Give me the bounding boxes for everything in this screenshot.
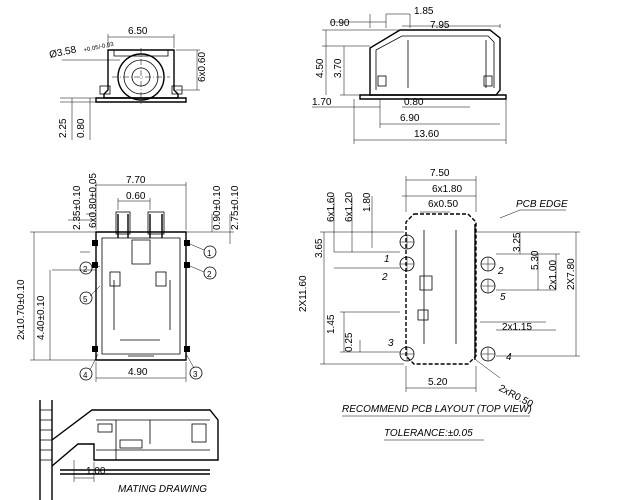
dim-6-50: 6.50 (128, 26, 148, 37)
dim-2x11-60: 2X11.60 (298, 275, 309, 312)
dim-2x1-00: 2x1.00 (548, 260, 559, 290)
pcb-layout (320, 176, 580, 392)
side-view (312, 13, 507, 144)
dim-2x7-80: 2X7.80 (566, 258, 577, 290)
dim-2x10-70: 2x10.70±0.10 (16, 279, 27, 340)
dim-1-85: 1.85 (414, 6, 434, 17)
dim-6-90: 6.90 (400, 113, 420, 124)
callout-2b: 2 (83, 265, 88, 274)
dim-1-00: 1.00 (86, 466, 106, 477)
callout-1: 1 (207, 249, 212, 258)
pad-3: 3 (388, 338, 394, 349)
pad-2: 2 (381, 272, 388, 283)
pad-1: 1 (384, 254, 390, 265)
dim-7-50: 7.50 (430, 168, 450, 179)
pcb-layout-caption: RECOMMEND PCB LAYOUT (TOP VIEW) TOLERANC… (342, 404, 532, 441)
dim-0-90: 0.90 (330, 18, 350, 29)
dim-6x1-60: 6x1.60 (326, 192, 337, 222)
dim-4-40: 4.40±0.10 (36, 295, 47, 340)
dim-4-90: 4.90 (128, 367, 148, 378)
callout-2: 2 (207, 270, 212, 279)
dim-3-65: 3.65 (314, 238, 325, 258)
pad-4: 4 (506, 352, 512, 363)
dim-diameter-tol: +0.05/-0.03 (83, 42, 115, 54)
dim-0-80: 0.80 (76, 118, 87, 138)
top-view-callouts (79, 245, 217, 381)
dim-6x1-80: 6x1.80 (432, 184, 462, 195)
dim-4-50: 4.50 (315, 58, 326, 78)
dim-1-45: 1.45 (326, 314, 337, 334)
callout-4: 4 (83, 371, 88, 380)
tolerance-note: TOLERANCE:±0.05 (384, 428, 473, 439)
dim-0-60: 0.60 (126, 191, 146, 202)
top-view (30, 182, 234, 382)
callout-3: 3 (193, 370, 198, 379)
dim-6x0-80: 6x0.80±0.05 (88, 173, 99, 228)
dim-1-80: 1.80 (362, 192, 373, 212)
dim-7-70: 7.70 (126, 175, 146, 186)
dim-diameter: Ø3.58 (48, 44, 77, 61)
pcb-pad (399, 234, 496, 362)
dim-0-80: 0.80 (404, 97, 424, 108)
dim-1-70: 1.70 (312, 97, 332, 108)
dim-2-25: 2.25 (58, 118, 69, 138)
dim-2-75: 2.75±0.10 (230, 185, 241, 230)
dim-3-70: 3.70 (333, 58, 344, 78)
mating-drawing-caption: MATING DRAWING (118, 484, 207, 495)
callout-5: 5 (83, 295, 88, 304)
dim-7-95: 7.95 (430, 20, 450, 31)
dim-0-25: 0.25 (344, 332, 355, 352)
dim-6x0-60: 6x0.60 (197, 52, 208, 82)
dim-6x0-50: 6x0.50 (428, 199, 458, 210)
dim-3-25: 3.25 (512, 232, 523, 252)
pcb-edge-label: PCB EDGE (516, 199, 568, 210)
dim-5-30: 5.30 (530, 250, 541, 270)
mating-drawing (39, 400, 219, 500)
layout-title: RECOMMEND PCB LAYOUT (TOP VIEW) (342, 404, 532, 415)
front-view (60, 34, 200, 140)
dim-2x1-15: 2x1.15 (502, 322, 532, 333)
dim-13-60: 13.60 (414, 129, 439, 140)
dim-6x1-20: 6x1.20 (344, 192, 355, 222)
dim-0-90: 0.90±0.10 (212, 185, 223, 230)
dim-2-35: 2.35±0.10 (72, 185, 83, 230)
pad-5: 5 (500, 292, 506, 303)
dim-5-20: 5.20 (428, 377, 448, 388)
pad-2r: 2 (497, 266, 504, 277)
